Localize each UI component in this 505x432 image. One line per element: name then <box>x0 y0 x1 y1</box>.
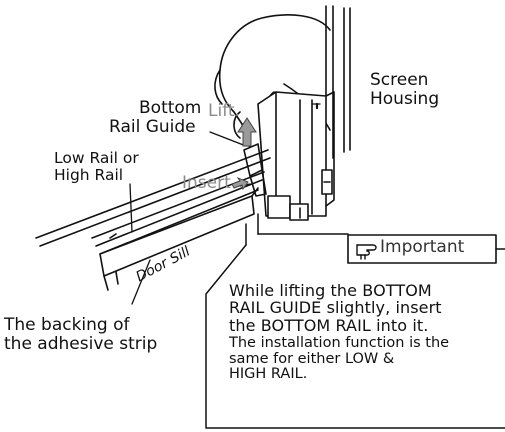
important-detail-line-1: The installation function is the <box>229 335 450 351</box>
lift-label: Lift. <box>208 101 240 121</box>
important-detail-line-3: HIGH RAIL. <box>229 366 308 383</box>
important-title: Important <box>380 237 465 257</box>
low-high-rail-line-2: High Rail <box>54 166 124 185</box>
screen-housing-line-1: Screen <box>370 70 429 90</box>
screen-housing <box>257 91 335 221</box>
bottom-rail-guide-line-2: Rail Guide <box>109 117 196 138</box>
insert-label: Insert <box>182 173 231 193</box>
backing-line-1: The backing of <box>4 315 130 335</box>
low-high-rail-label: Low Rail or High Rail <box>54 149 139 185</box>
low-high-rail-line-1: Low Rail or <box>54 149 139 167</box>
bottom-rail-guide <box>243 143 267 197</box>
backing-line-2: the adhesive strip <box>4 334 158 355</box>
window-frame <box>325 5 351 159</box>
lift-arrow-icon <box>237 117 257 147</box>
backing-label: The backing of the adhesive strip <box>4 315 158 355</box>
important-callout-frame <box>205 213 505 429</box>
screen-housing-label: Screen Housing <box>370 70 440 110</box>
important-main-line-2: RAIL GUIDE slightly, insert <box>229 298 442 318</box>
insert-arrow-icon <box>231 176 249 191</box>
pointing-hand-icon <box>356 244 377 260</box>
important-main-text: While lifting the BOTTOM RAIL GUIDE slig… <box>229 282 442 334</box>
door-sill <box>99 187 259 291</box>
important-detail-text: The installation function is the same fo… <box>229 335 450 383</box>
bottom-rail-guide-line-1: Bottom <box>139 98 202 118</box>
important-main-line-1: While lifting the BOTTOM <box>229 281 432 300</box>
important-detail-line-2: same for either LOW & <box>229 350 395 367</box>
screen-housing-line-2: Housing <box>370 89 440 110</box>
bottom-rail-guide-label: Bottom Rail Guide <box>109 98 202 138</box>
important-main-line-3: the BOTTOM RAIL into it. <box>229 315 429 335</box>
